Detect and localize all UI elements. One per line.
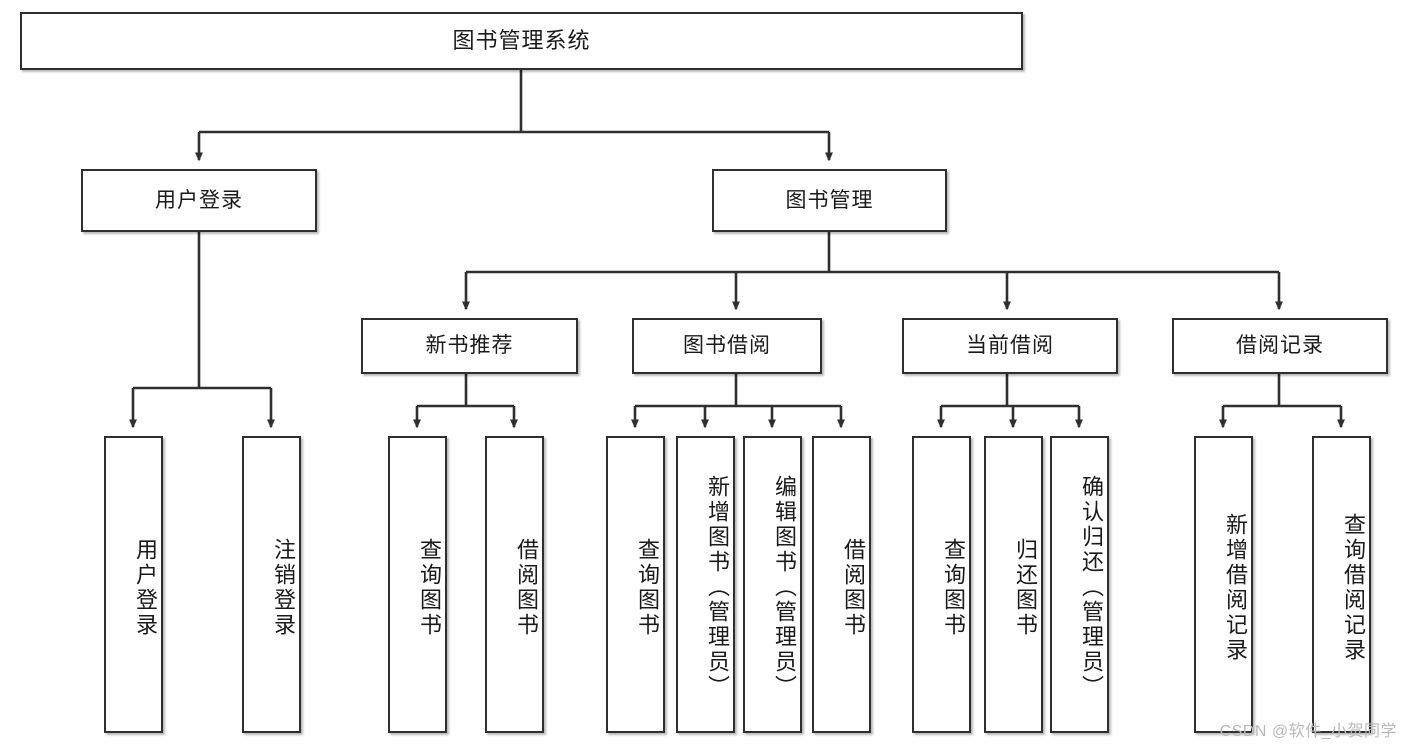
leaf-query-borrow-record[interactable]: 查询借阅记录 — [1312, 436, 1371, 733]
leaf-edit-book[interactable]: 编辑图书（管理员） — [743, 436, 802, 733]
node-root-label: 图书管理系统 — [452, 27, 591, 53]
node-label: 用户登录 — [133, 537, 158, 638]
node-label: 新增借阅记录 — [1223, 512, 1248, 663]
leaf-confirm-return[interactable]: 确认归还（管理员） — [1050, 436, 1109, 733]
leaf-borrow-book-1[interactable]: 借阅图书 — [485, 436, 544, 733]
node-label: 借阅图书 — [841, 537, 866, 638]
node-book-borrow[interactable]: 图书借阅 — [632, 318, 822, 374]
node-label: 新书推荐 — [425, 334, 514, 358]
leaf-user-logout[interactable]: 注销登录 — [242, 436, 301, 733]
node-label: 借阅图书 — [514, 537, 539, 638]
node-label: 图书管理 — [785, 188, 874, 212]
node-label: 查询图书 — [941, 537, 966, 638]
csdn-watermark: CSDN @软件_小贺同学 — [1219, 723, 1397, 740]
node-root[interactable]: 图书管理系统 — [20, 12, 1023, 70]
node-label: 查询图书 — [635, 537, 660, 638]
leaf-user-login[interactable]: 用户登录 — [104, 436, 163, 733]
node-label: 新增图书（管理员） — [705, 475, 730, 700]
node-label: 确认归还（管理员） — [1079, 475, 1104, 700]
leaf-query-book-3[interactable]: 查询图书 — [912, 436, 971, 733]
node-label: 注销登录 — [271, 537, 296, 638]
leaf-return-book[interactable]: 归还图书 — [984, 436, 1043, 733]
node-new-book-recommend[interactable]: 新书推荐 — [361, 318, 578, 374]
node-label: 借阅记录 — [1236, 334, 1324, 358]
leaf-add-book[interactable]: 新增图书（管理员） — [676, 436, 735, 733]
node-label: 查询借阅记录 — [1341, 512, 1366, 663]
node-label: 查询图书 — [417, 537, 442, 638]
node-borrow-record[interactable]: 借阅记录 — [1172, 318, 1388, 374]
node-label: 编辑图书（管理员） — [772, 475, 797, 700]
node-label: 当前借阅 — [966, 334, 1054, 358]
node-label: 图书借阅 — [683, 334, 771, 358]
node-book-manage[interactable]: 图书管理 — [712, 169, 947, 232]
node-current-borrow[interactable]: 当前借阅 — [902, 318, 1118, 374]
node-user-login[interactable]: 用户登录 — [81, 169, 317, 232]
leaf-borrow-book-2[interactable]: 借阅图书 — [812, 436, 871, 733]
node-label: 归还图书 — [1013, 537, 1038, 638]
node-label: 用户登录 — [155, 188, 243, 212]
leaf-query-book-2[interactable]: 查询图书 — [606, 436, 665, 733]
leaf-add-borrow-record[interactable]: 新增借阅记录 — [1194, 436, 1253, 733]
leaf-query-book-1[interactable]: 查询图书 — [388, 436, 447, 733]
